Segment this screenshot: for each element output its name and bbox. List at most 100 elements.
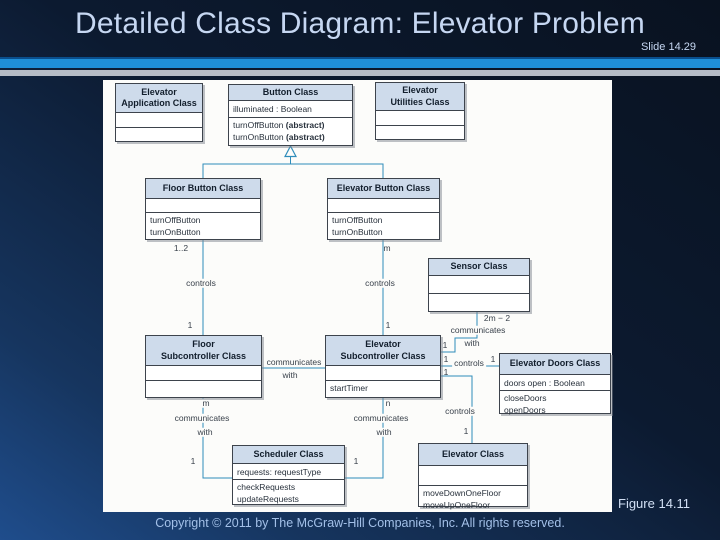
class-operations: closeDoors openDoors (500, 391, 610, 416)
class-name-line: Floor Button Class (162, 182, 244, 193)
class-operations: startTimer (326, 381, 440, 397)
multiplicity-label: 1 (353, 455, 359, 466)
class-attributes (419, 466, 527, 486)
class-operations: turnOffButton turnOnButton (328, 213, 439, 239)
class-box-floor-subcontroller: Floor Subcontroller Class (145, 335, 262, 398)
association-label: communicates (264, 356, 324, 367)
association-label: communicates (172, 412, 232, 423)
class-box-scheduler: Scheduler Class requests: requestType ch… (232, 445, 345, 505)
class-box-sensor: Sensor Class (428, 258, 530, 312)
association-label: communicates (448, 324, 508, 335)
operation: moveDownOneFloor (423, 488, 501, 498)
multiplicity-label: 1 (190, 455, 196, 466)
class-operations: turnOffButton turnOnButton (146, 213, 260, 239)
divider-bar-blue (0, 57, 720, 68)
multiplicity-label: 1 (463, 425, 469, 436)
operation: turnOffButton (abstract) (233, 120, 325, 130)
class-name: Sensor Class (429, 259, 529, 276)
class-box-elevator-button: Elevator Button Class turnOffButton turn… (327, 178, 440, 240)
multiplicity-label: 1 (490, 353, 496, 364)
multiplicity-label: 1 (385, 319, 391, 330)
class-name: Elevator Doors Class (500, 354, 610, 375)
class-name: Button Class (229, 85, 352, 101)
association-label: with (374, 426, 394, 437)
multiplicity-label: m (200, 397, 212, 408)
class-name-line: Utilities Class (390, 96, 450, 107)
class-name-line: Elevator (141, 86, 177, 97)
class-name-line: Elevator Class (441, 448, 505, 459)
class-name-line: Scheduler Class (253, 448, 324, 459)
page-title: Detailed Class Diagram: Elevator Problem (75, 7, 645, 40)
multiplicity-label: 1 (443, 353, 449, 364)
operation: turnOffButton (150, 215, 201, 225)
class-name: Floor Subcontroller Class (146, 336, 261, 366)
association-label: controls (452, 357, 486, 368)
class-operations: turnOffButton (abstract) turnOnButton (a… (229, 118, 352, 145)
class-box-floor-button: Floor Button Class turnOffButton turnOnB… (145, 178, 261, 240)
class-operations (376, 126, 464, 139)
operation: turnOnButton (332, 226, 383, 237)
class-box-button: Button Class illuminated : Boolean turnO… (228, 84, 353, 146)
attribute: requests: requestType (237, 466, 322, 477)
class-attributes (116, 113, 202, 128)
operation: moveUpOneFloor (423, 499, 491, 510)
operation: checkRequests (237, 482, 296, 492)
class-name-line: Elevator Doors Class (509, 358, 601, 369)
class-operations (146, 381, 261, 397)
class-attributes (146, 366, 261, 381)
class-name: Elevator Subcontroller Class (326, 336, 440, 366)
connector-floorsub-scheduler (202, 398, 232, 479)
connector-inheritance-branch (202, 163, 384, 178)
multiplicity-label: n (383, 397, 393, 408)
class-box-elevator-application: Elevator Application Class (115, 83, 203, 142)
inheritance-triangle-icon (284, 144, 297, 158)
class-name: Scheduler Class (233, 446, 344, 464)
association-label: with (195, 426, 215, 437)
connector-elevsub-scheduler (345, 398, 384, 479)
multiplicity-label: 2m − 2 (481, 312, 513, 323)
association-label: communicates (351, 412, 411, 423)
class-operations (429, 294, 529, 311)
class-operations: moveDownOneFloor moveUpOneFloor (419, 486, 527, 511)
class-name: Elevator Application Class (116, 84, 202, 113)
class-name-line: Application Class (121, 98, 197, 108)
class-name: Elevator Button Class (328, 179, 439, 199)
figure-label: Figure 14.11 (618, 496, 691, 511)
class-attributes: illuminated : Boolean (229, 101, 352, 118)
class-attributes (146, 199, 260, 213)
class-name-line: Sensor Class (450, 261, 508, 272)
class-attributes (429, 276, 529, 294)
diagram-panel: 1..2 controls 1 m controls 1 2m − 2 comm… (103, 80, 612, 512)
class-name-line: Floor (192, 339, 215, 350)
class-attributes: doors open : Boolean (500, 375, 610, 391)
class-box-elevator: Elevator Class moveDownOneFloor moveUpOn… (418, 443, 528, 510)
association-label: with (280, 369, 300, 380)
operation: startTimer (330, 383, 368, 393)
class-name: Elevator Utilities Class (376, 83, 464, 111)
class-attributes (376, 111, 464, 126)
multiplicity-label: 1 (442, 339, 448, 350)
operation: turnOnButton (abstract) (233, 131, 325, 142)
association-label: controls (363, 277, 397, 288)
multiplicity-label: 1 (187, 319, 193, 330)
class-name-line: Elevator (402, 85, 438, 96)
class-name: Floor Button Class (146, 179, 260, 199)
class-box-elevator-subcontroller: Elevator Subcontroller Class startTimer (325, 335, 441, 398)
class-name-line: Elevator Button Class (336, 182, 431, 193)
class-name-line: Subcontroller Class (160, 350, 247, 361)
operation: turnOffButton (332, 215, 383, 225)
class-box-elevator-doors: Elevator Doors Class doors open : Boolea… (499, 353, 611, 416)
association-label: controls (184, 277, 218, 288)
slide-number: Slide 14.29 (640, 41, 696, 53)
operation: closeDoors (504, 393, 547, 403)
operation: openDoors (504, 404, 546, 415)
class-name-line: Button Class (262, 86, 319, 97)
copyright-text: Copyright © 2011 by The McGraw-Hill Comp… (155, 516, 565, 530)
class-box-elevator-utilities: Elevator Utilities Class (375, 82, 465, 140)
operation: updateRequests (237, 493, 299, 504)
attribute: doors open : Boolean (504, 377, 585, 388)
attribute: illuminated : Boolean (233, 104, 312, 114)
class-name: Elevator Class (419, 444, 527, 466)
operation: turnOnButton (150, 226, 201, 237)
connector-elevsub-elevator (441, 375, 473, 443)
